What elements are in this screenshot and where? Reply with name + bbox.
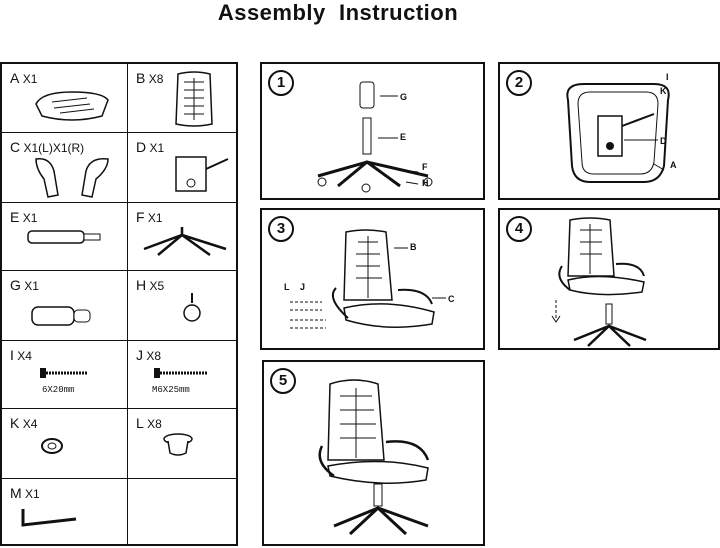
part-qty: X8 bbox=[147, 417, 162, 431]
callout-label: H bbox=[422, 178, 429, 188]
part-spec: M6X25mm bbox=[152, 385, 190, 395]
caster-icon bbox=[183, 293, 201, 322]
callout-label: F bbox=[422, 162, 428, 172]
seat-mechanism-drawing bbox=[566, 83, 670, 183]
part-qty: X4 bbox=[22, 417, 38, 431]
step-4-panel: 4 bbox=[498, 208, 720, 350]
bolt-icon bbox=[154, 368, 208, 378]
backrest-armrest-drawing bbox=[290, 229, 446, 329]
part-letter: B bbox=[136, 70, 146, 86]
spacer-cap-icon bbox=[163, 433, 193, 456]
callout-label: B bbox=[410, 242, 417, 252]
callout-label: A bbox=[670, 160, 677, 170]
part-letter: I bbox=[10, 347, 14, 363]
part-qty: X1(L)X1(R) bbox=[23, 141, 85, 155]
part-g-cell: G X1 bbox=[2, 271, 128, 341]
callout-label: J bbox=[300, 282, 306, 292]
gas-lift-icon bbox=[27, 230, 101, 244]
finished-chair-drawing bbox=[318, 379, 430, 536]
part-e-cell: E X1 bbox=[2, 203, 128, 271]
part-qty: X1 bbox=[24, 279, 39, 293]
part-qty: X5 bbox=[149, 279, 165, 293]
callout-label: C bbox=[448, 294, 455, 304]
part-i-cell: I X4 6X20mm bbox=[2, 341, 128, 409]
part-letter: M bbox=[10, 485, 22, 501]
callout-label: E bbox=[400, 132, 407, 142]
part-qty: X1 bbox=[147, 211, 163, 225]
step-3-panel: 3 B C L J bbox=[260, 208, 485, 350]
part-letter: G bbox=[10, 277, 21, 293]
step-number: 2 bbox=[506, 70, 532, 96]
step-number: 4 bbox=[506, 216, 532, 242]
allen-key-icon bbox=[21, 509, 77, 527]
page-title: Assembly Instruction bbox=[217, 0, 459, 25]
callout-label: D bbox=[660, 136, 667, 146]
part-letter: F bbox=[136, 209, 145, 225]
screw-icon bbox=[40, 368, 88, 378]
part-qty: X8 bbox=[148, 72, 164, 86]
part-spec: 6X20mm bbox=[42, 385, 75, 395]
lift-cover-icon bbox=[31, 306, 91, 326]
step-5-panel: 5 bbox=[262, 360, 485, 546]
part-letter: E bbox=[10, 209, 20, 225]
backrest-icon bbox=[175, 71, 213, 127]
part-qty: X4 bbox=[17, 349, 32, 363]
seat-cushion-icon bbox=[35, 91, 109, 121]
part-letter: C bbox=[10, 139, 21, 155]
part-letter: J bbox=[136, 347, 143, 363]
part-j-cell: J X8 M6X25mm bbox=[128, 341, 238, 409]
part-qty: X1 bbox=[22, 72, 38, 86]
step-number: 3 bbox=[268, 216, 294, 242]
part-a-cell: A X1 bbox=[2, 64, 128, 133]
part-letter: A bbox=[10, 70, 20, 86]
star-base-icon bbox=[143, 227, 227, 257]
part-d-cell: D X1 bbox=[128, 133, 238, 203]
step-1-panel: 1 G E F H bbox=[260, 62, 485, 200]
part-c-cell: C X1(L)X1(R) bbox=[2, 133, 128, 203]
step-2-panel: 2 I K D A bbox=[498, 62, 720, 200]
part-letter: L bbox=[136, 415, 144, 431]
part-k-cell: K X4 bbox=[2, 409, 128, 479]
part-qty: X1 bbox=[149, 141, 165, 155]
callout-label: L bbox=[284, 282, 290, 292]
part-b-cell: B X8 bbox=[128, 64, 238, 133]
part-letter: D bbox=[136, 139, 147, 155]
callout-label: G bbox=[400, 92, 408, 102]
part-letter: H bbox=[136, 277, 147, 293]
parts-list: A X1 B X8 C X1(L)X1(R) D X1 E X1 F X1 G … bbox=[0, 62, 238, 546]
part-l-cell: L X8 bbox=[128, 409, 238, 479]
step-number: 5 bbox=[270, 368, 296, 394]
base-assembly-drawing bbox=[317, 81, 433, 193]
washer-icon bbox=[41, 438, 63, 454]
part-letter: K bbox=[10, 415, 20, 431]
seat-to-base-drawing bbox=[551, 217, 647, 347]
part-qty: X8 bbox=[146, 349, 162, 363]
step-number: 1 bbox=[268, 70, 294, 96]
callout-label: K bbox=[660, 86, 667, 96]
armrest-icon bbox=[35, 158, 109, 198]
part-m-cell: M X1 bbox=[2, 479, 128, 544]
part-h-cell: H X5 bbox=[128, 271, 238, 341]
empty-cell bbox=[128, 479, 238, 544]
mechanism-plate-icon bbox=[175, 156, 229, 192]
callout-label: I bbox=[666, 72, 669, 82]
part-qty: X1 bbox=[25, 487, 40, 501]
part-f-cell: F X1 bbox=[128, 203, 238, 271]
part-qty: X1 bbox=[22, 211, 38, 225]
